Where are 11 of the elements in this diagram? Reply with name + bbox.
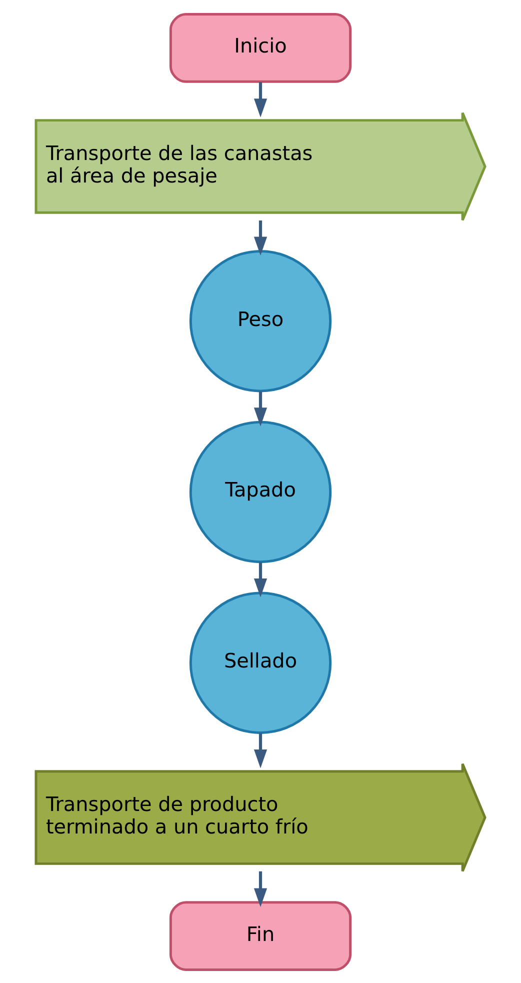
node-box: Inicio	[169, 12, 352, 82]
arrow	[254, 220, 268, 256]
node-circle: Peso	[189, 250, 332, 392]
arrow	[254, 562, 268, 597]
arrow	[254, 732, 268, 768]
arrow	[254, 870, 268, 907]
arrow	[254, 82, 268, 117]
node-box: Fin	[169, 900, 352, 970]
arrow	[254, 390, 268, 426]
node-circle: Tapado	[189, 420, 332, 563]
node-circle: Sellado	[189, 591, 332, 734]
